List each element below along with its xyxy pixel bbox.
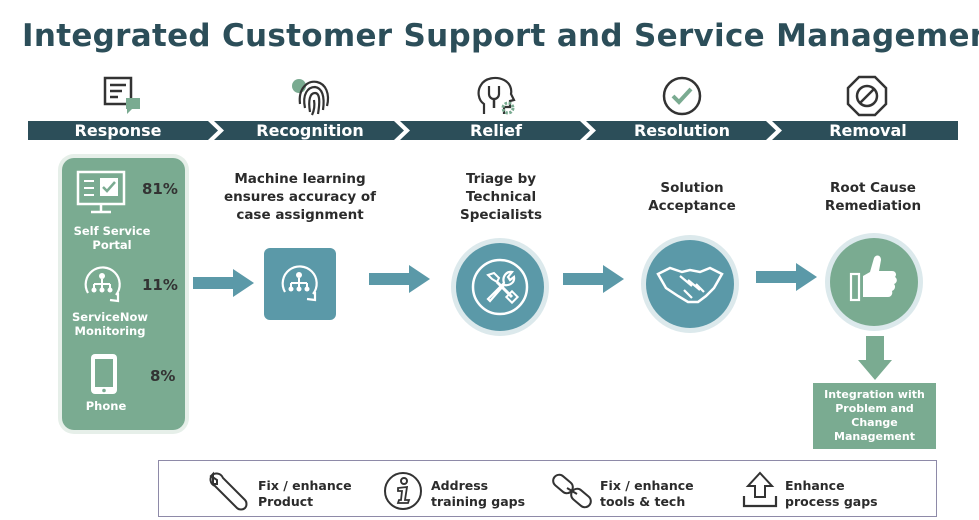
legend-process-line1: Enhance <box>785 478 845 493</box>
self-service-label: Self Service Portal <box>73 224 151 252</box>
legend-product-line2: Product <box>258 494 314 509</box>
check-circle-icon <box>662 76 702 116</box>
chat-document-icon <box>103 76 140 114</box>
stage-chevron-band <box>28 121 958 140</box>
phone-icon <box>91 354 117 394</box>
legend-tools: Fix / enhance tools & tech <box>600 478 694 510</box>
step-remediation-text: Root Cause Remediation <box>824 180 922 214</box>
chevron-removal <box>772 121 958 140</box>
legend-product: Fix / enhance Product <box>258 478 352 510</box>
legend-product-line1: Fix / enhance <box>258 478 352 493</box>
monitoring-label: ServiceNow Monitoring <box>72 310 148 338</box>
legend-tools-line1: Fix / enhance <box>600 478 694 493</box>
monitoring-percent: 11% <box>142 276 178 294</box>
chevron-relief <box>400 121 590 140</box>
stage-label-resolution: Resolution <box>633 121 731 140</box>
wrench-icon <box>209 471 248 511</box>
self-service-percent: 81% <box>142 180 178 198</box>
chevron-response <box>28 121 218 140</box>
cycle-hierarchy-icon <box>84 266 121 303</box>
upload-tray-icon <box>742 471 778 508</box>
step-acceptance-text: Solution Acceptance <box>648 180 736 214</box>
legend-training: Address training gaps <box>431 478 525 510</box>
legend-training-line2: training gaps <box>431 494 526 509</box>
stage-label-removal: Removal <box>829 121 907 140</box>
monitor-check-icon <box>76 170 126 214</box>
flow-arrow-2 <box>369 265 430 293</box>
info-icon <box>384 472 422 510</box>
page-title: Integrated Customer Support and Service … <box>22 18 979 54</box>
stage-label-relief: Relief <box>470 121 522 140</box>
flow-arrow-3 <box>563 265 624 293</box>
legend-box <box>158 460 937 517</box>
step-ml-text: Machine learning ensures accuracy of cas… <box>223 171 377 223</box>
link-icon <box>552 473 592 509</box>
phone-percent: 8% <box>150 367 176 385</box>
flow-arrow-4 <box>756 263 817 291</box>
legend-tools-line2: tools & tech <box>600 494 686 509</box>
stage-label-recognition: Recognition <box>256 121 364 140</box>
legend-process-line2: process gaps <box>785 494 878 509</box>
flow-arrow-1 <box>193 269 254 297</box>
chevron-recognition <box>214 121 404 140</box>
handshake-icon <box>656 266 724 304</box>
integration-box: Integration with Problem and Change Mana… <box>813 383 936 449</box>
cycle-hierarchy-icon <box>281 265 318 302</box>
thumbs-up-icon <box>849 255 897 302</box>
phone-label: Phone <box>85 399 127 413</box>
tools-icon <box>471 258 529 316</box>
no-entry-octagon-icon <box>846 75 888 117</box>
chevron-resolution <box>586 121 776 140</box>
legend-process: Enhance process gaps <box>785 478 878 510</box>
step-triage-text: Triage by Technical Specialists <box>459 171 543 223</box>
head-wrench-gear-icon <box>477 76 516 115</box>
stage-label-response: Response <box>74 121 162 140</box>
down-arrow <box>858 336 892 380</box>
legend-training-line1: Address <box>431 478 489 493</box>
fingerprint-icon <box>292 79 330 116</box>
